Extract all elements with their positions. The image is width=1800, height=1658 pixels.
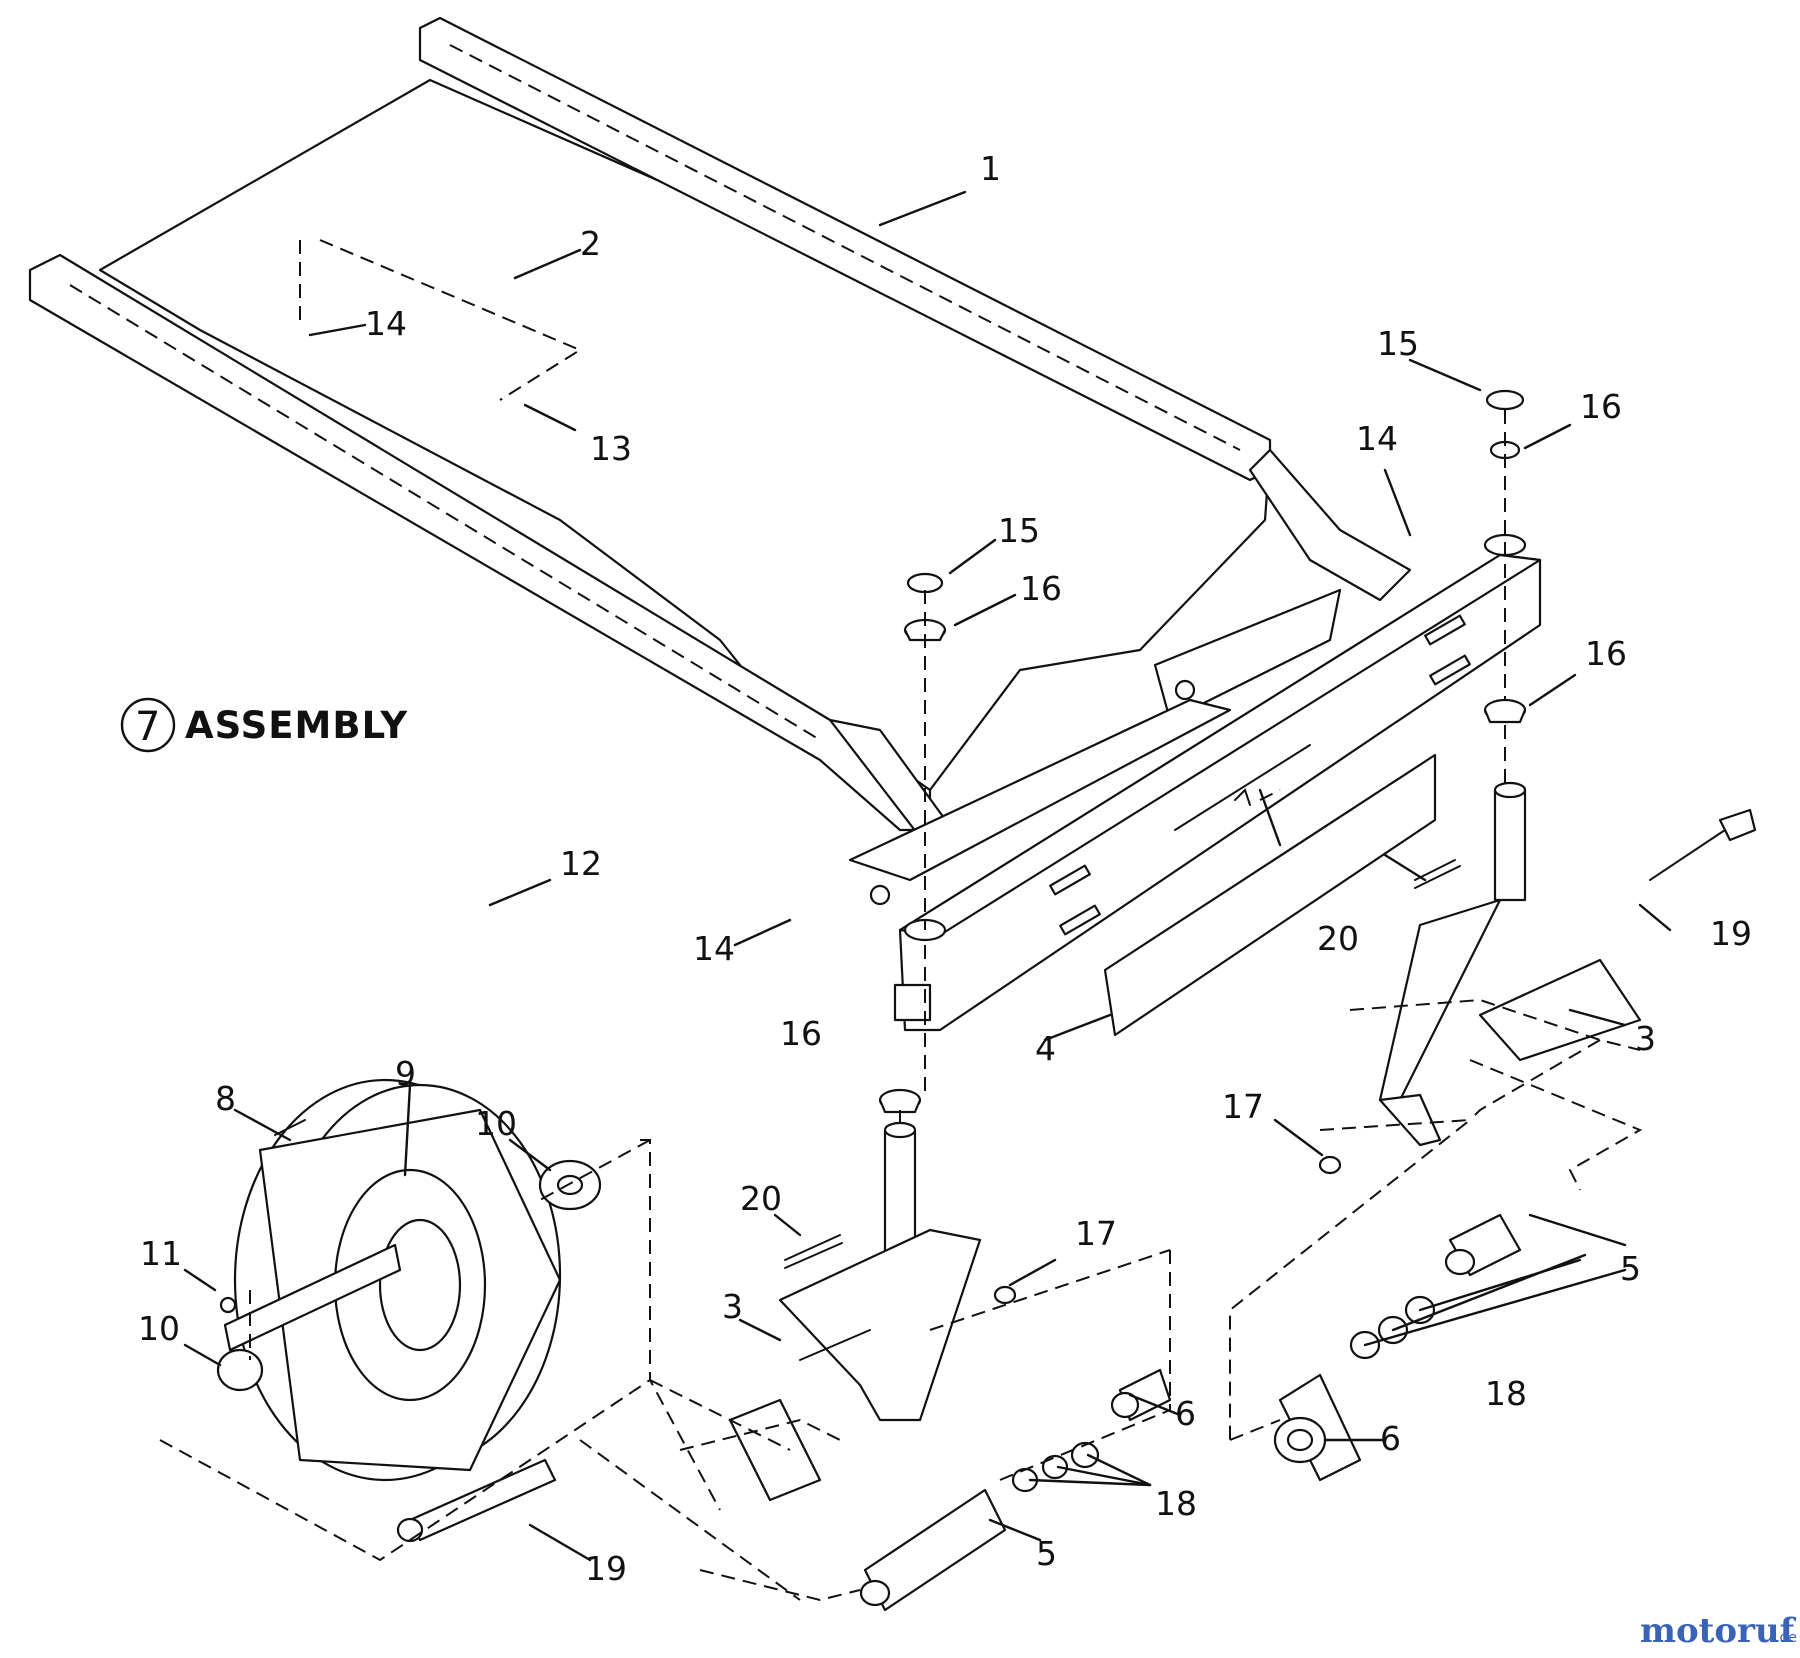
callout-16: 16 [1020,569,1062,608]
callout-9: 9 [395,1054,416,1093]
callout-18: 18 [1485,1374,1527,1413]
frame-part-1 [28,16,1412,852]
washers-bushings [878,389,1527,1305]
callout-3: 3 [722,1287,743,1326]
decal-part-4 [1103,753,1437,1037]
spindle-arm-left [728,1228,982,1502]
axle-tube-left [396,1368,1172,1612]
assembly-label: 7 ASSEMBLY [120,697,408,753]
callout-20: 20 [740,1179,782,1218]
callout-6: 6 [1380,1419,1401,1458]
callout-labels: 1 2 14 13 15 16 14 15 16 16 12 14 20 19 … [138,149,1752,1588]
callout-17: 17 [1222,1087,1264,1126]
callout-14: 14 [365,304,407,343]
callout-14: 14 [693,929,735,968]
cotter-pins [784,808,1757,1269]
front-axle-crossbar [848,533,1542,1032]
callout-15: 15 [998,511,1040,550]
callout-12: 12 [560,844,602,883]
callout-15: 15 [1377,324,1419,363]
callout-17: 17 [1075,1214,1117,1253]
assembly-title: ASSEMBLY [185,704,408,747]
watermark-brand: motoruf [1640,1611,1797,1651]
callout-1: 1 [980,149,1001,188]
callout-20: 20 [1317,919,1359,958]
callout-16: 16 [1585,634,1627,673]
callout-16: 16 [1580,387,1622,426]
callout-19: 19 [585,1549,627,1588]
callout-6: 6 [1175,1394,1196,1433]
callout-2: 2 [580,224,601,263]
callout-5: 5 [1620,1249,1641,1288]
callout-5: 5 [1036,1534,1057,1573]
watermark-logo: motoruf .de [1640,1611,1797,1651]
spindle-arm-right [1378,898,1642,1147]
callout-10: 10 [475,1104,517,1143]
alignment-lines [159,239,1643,1602]
callout-18: 18 [1155,1484,1197,1523]
callout-10: 10 [138,1309,180,1348]
callout-4: 4 [1035,1029,1056,1068]
watermark-suffix: .de [1775,1630,1797,1646]
callout-14: 14 [1356,419,1398,458]
assembly-number: 7 [135,704,160,750]
callout-19: 19 [1710,914,1752,953]
callout-16: 16 [780,1014,822,1053]
callout-3: 3 [1635,1019,1656,1058]
callout-13: 13 [590,429,632,468]
leader-lines [183,190,1672,1562]
assembly-number-circle [120,697,176,753]
wheel-assembly [216,1078,602,1482]
callout-11: 11 [140,1234,182,1273]
callout-8: 8 [215,1079,236,1118]
